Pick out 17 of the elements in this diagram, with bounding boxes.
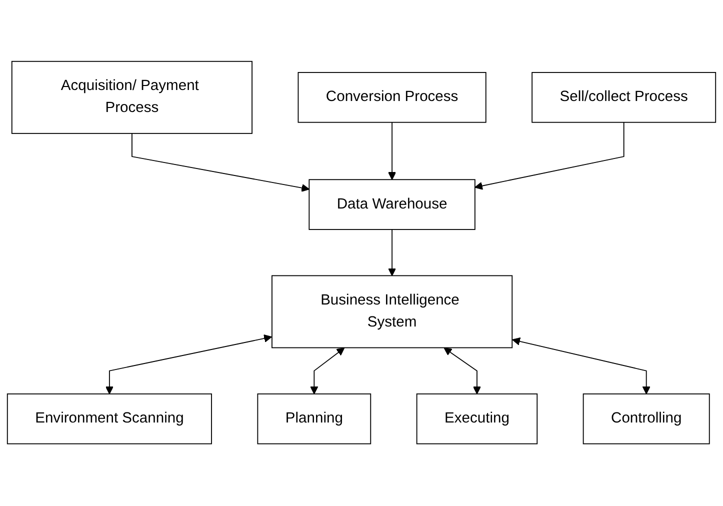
arrow (444, 348, 482, 395)
node-box: Environment Scanning (6, 394, 212, 445)
arrow (388, 229, 396, 276)
arrow (512, 338, 650, 395)
arrow (105, 334, 272, 395)
arrow (310, 348, 345, 395)
arrow (388, 122, 396, 180)
node-box: Business Intelligence System (272, 276, 513, 349)
arrow (474, 122, 624, 190)
node-box: Controlling (582, 394, 710, 445)
node-box: Sell/collect Process (532, 72, 716, 124)
node-box: Acquisition/ Payment Process (11, 61, 252, 134)
arrow (132, 133, 310, 192)
node-box: Executing (416, 394, 538, 445)
node-box: Conversion Process (298, 72, 486, 124)
node-box: Data Warehouse (308, 180, 476, 230)
node-box: Planning (257, 394, 372, 445)
